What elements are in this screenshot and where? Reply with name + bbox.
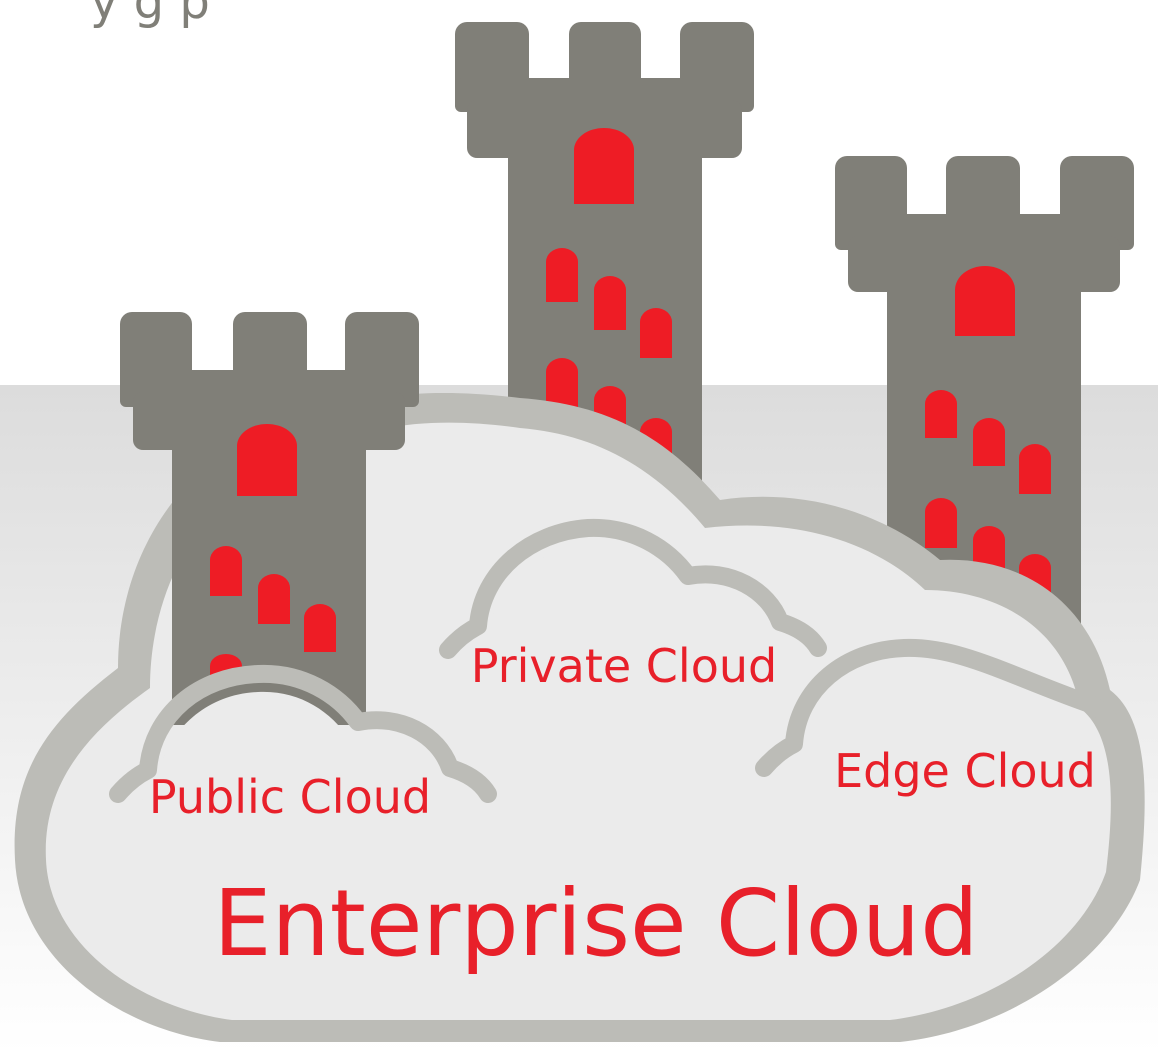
private-cloud-label: Private Cloud — [471, 639, 777, 693]
public-cloud-label: Public Cloud — [149, 770, 431, 824]
edge-cloud-label: Edge Cloud — [834, 744, 1096, 798]
public-tower-windows — [210, 424, 336, 680]
public-cloud-shape — [109, 664, 497, 824]
private-cloud-shape — [439, 518, 827, 680]
header-text-fragment: y g p — [90, 0, 210, 30]
edge-cloud-shape — [755, 638, 1119, 800]
enterprise-cloud-label: Enterprise Cloud — [213, 870, 978, 977]
